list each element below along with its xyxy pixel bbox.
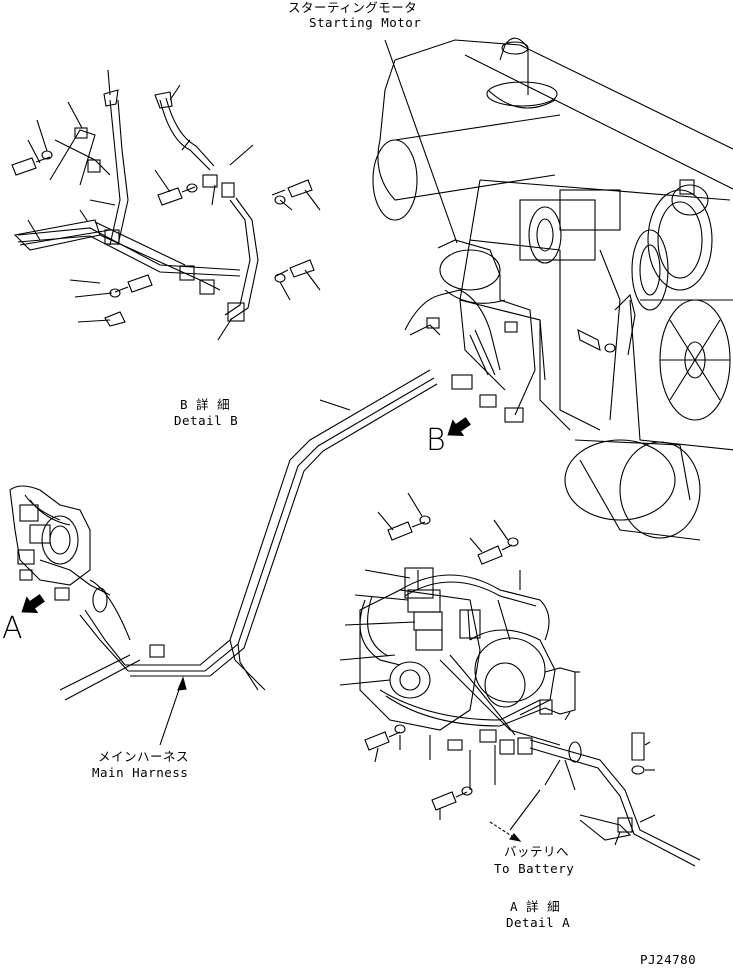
detail-a-label-jp: A 詳 細 <box>510 899 561 914</box>
battery-relay-cluster-left <box>9 485 131 641</box>
detail-b-leaders <box>27 69 321 341</box>
detail-a-leaders <box>339 492 656 846</box>
main-harness-label-jp: メインハーネス <box>98 749 190 764</box>
detail-b-label-en: Detail B <box>174 413 239 428</box>
view-b-arrow <box>447 417 471 436</box>
starting-motor-label-en: Starting Motor <box>309 15 422 30</box>
starting-motor-label-jp: スターティングモータ <box>288 0 418 15</box>
detail-a-label-en: Detail A <box>506 915 571 930</box>
view-a-letter: A <box>2 611 23 646</box>
detail-b-label-jp: B 詳 細 <box>180 397 231 412</box>
main-harness-route <box>59 369 438 701</box>
detail-a-drawing <box>359 515 701 867</box>
engine-drawing <box>372 37 733 541</box>
starting-motor-leader <box>384 39 458 244</box>
to-battery-label-jp: バッテリへ <box>504 844 570 859</box>
view-a-arrow <box>21 594 45 613</box>
main-harness-arrowhead <box>177 676 187 691</box>
main-harness-label-en: Main Harness <box>92 765 189 780</box>
detail-b-drawing <box>11 89 315 327</box>
to-battery-arrowhead <box>509 833 522 842</box>
view-b-letter: B <box>426 423 446 458</box>
to-battery-label-en: To Battery <box>494 861 575 876</box>
part-number: PJ24780 <box>640 952 697 967</box>
